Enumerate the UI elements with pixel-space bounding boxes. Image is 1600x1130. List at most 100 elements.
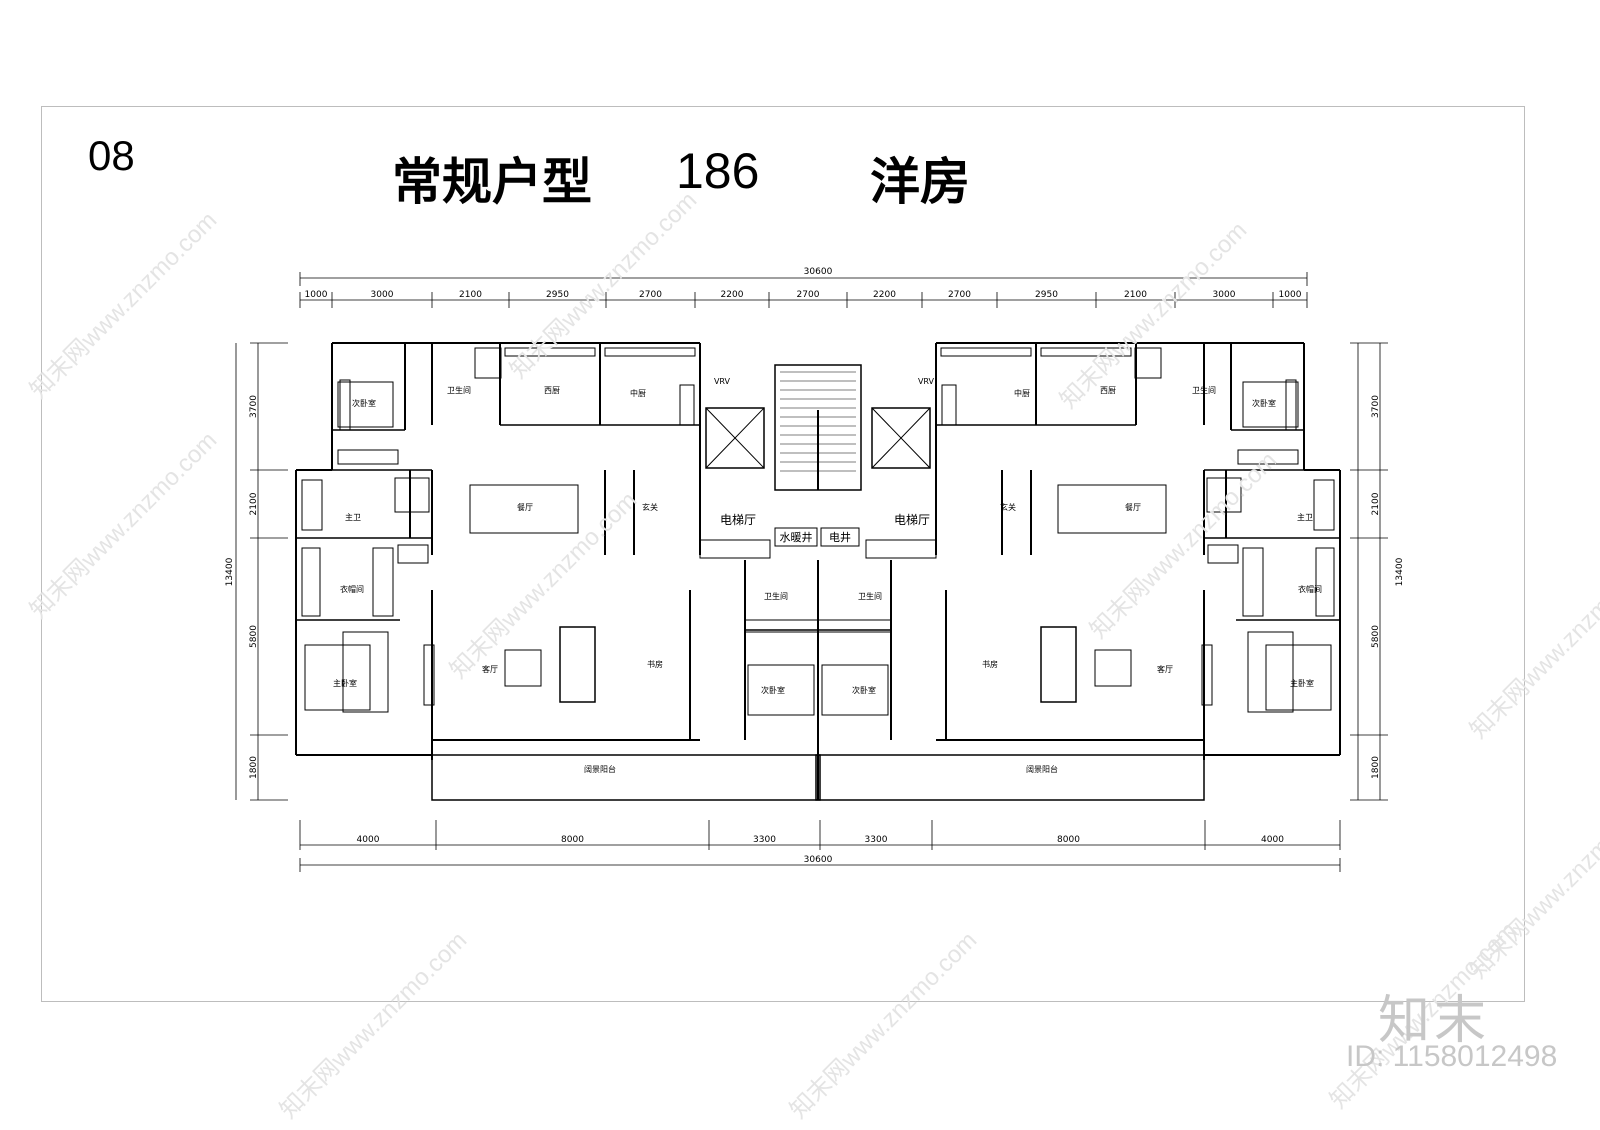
coffee-table [504,649,542,687]
dimension-label: 4000 [1261,835,1284,845]
bed-frame [1247,631,1294,713]
dimension-label: 2700 [639,290,662,300]
plan-title-area: 186 [676,143,760,199]
hall-wall [699,539,771,559]
wardrobe [337,449,399,465]
dimension-label: 2100 [1124,290,1147,300]
dimension-label: 13400 [1395,557,1405,586]
dimension-label: 5800 [1371,625,1381,648]
bed [747,664,815,716]
drawing-frame [41,106,1525,1002]
room-label: 主卫 [1297,512,1313,522]
plan-title-style: 洋房 [870,153,970,211]
hall-wall [865,539,937,559]
coffee-table [1094,649,1132,687]
room-label: 中厨 [630,388,646,398]
bed [337,381,394,428]
dimension-label: 2950 [1035,290,1058,300]
wardrobe [744,619,892,633]
dimension-label: 5800 [249,625,259,648]
bathtub [1313,479,1335,531]
room-label: 衣帽间 [340,584,364,594]
counter [941,384,957,426]
shower [474,347,502,379]
room-label: 西厨 [1100,386,1116,395]
counter [679,384,695,426]
room-label: 次卧室 [1252,398,1276,408]
wardrobe [301,547,321,617]
room-label: 水暖井 [780,530,813,544]
elevator-cross [705,407,765,469]
room-label: 玄关 [642,502,658,512]
dimension-label: 13400 [225,557,235,586]
plan-title-name: 常规户型 [392,153,592,211]
room-label: 阔景阳台 [1026,764,1058,774]
room-label: 书房 [982,659,998,669]
dimension-label: 2200 [721,290,744,300]
dimension-label: 3300 [865,835,888,845]
room-label: 卫生间 [764,591,788,601]
bed-frame [342,631,389,713]
room-label: 电梯厅 [720,513,756,527]
elevator-shaft [871,407,931,469]
dimension-label: 2100 [459,290,482,300]
wardrobe [1242,547,1264,617]
room-label: 西厨 [544,386,560,395]
dimension-label: 1800 [249,756,259,779]
room-label: 主卫 [345,512,361,522]
counter [339,379,351,431]
room-label: 中厨 [1014,388,1030,398]
wardrobe [397,544,429,564]
shower [1206,477,1242,513]
bathtub [301,479,323,531]
shower [1134,347,1162,379]
dimension-label: 3700 [1371,395,1381,418]
room-label: VRV [714,377,731,386]
watermark-id: ID: 1158012498 [1346,1040,1558,1073]
room-label: 电井 [829,530,851,544]
room-label: 餐厅 [1125,503,1141,512]
room-label: 次卧室 [761,685,785,695]
dining-table [469,484,579,534]
room-label: 客厅 [482,664,498,674]
dimension-label: 2100 [249,492,259,515]
watermark-logo: 知末 [1378,991,1491,1051]
shaft-box [820,527,860,547]
wardrobe [1315,547,1335,617]
balcony-outline [431,754,821,801]
sofa [559,626,596,703]
counter [1285,379,1297,431]
room-label: 衣帽间 [1298,584,1322,594]
dimension-label: 8000 [1057,835,1080,845]
balcony-outline [815,754,1205,801]
room-label: 阔景阳台 [584,764,616,774]
sofa [1040,626,1077,703]
wardrobe [1207,544,1239,564]
dimension-label: 4000 [357,835,380,845]
shaft-box [774,527,818,547]
room-label: 卫生间 [1192,385,1216,395]
dimension-label: 2200 [873,290,896,300]
room-label: 书房 [647,659,663,669]
room-label: 餐厅 [517,503,533,512]
dimension-label: 2700 [948,290,971,300]
dimension-label: 2700 [797,290,820,300]
elevator-cross [871,407,931,469]
room-label: 主卧室 [333,678,357,688]
dimension-label: 3700 [249,395,259,418]
dining-table [1057,484,1167,534]
room-label: 卫生间 [447,385,471,395]
counter [1040,347,1132,357]
dimension-label: 2100 [1371,492,1381,515]
room-label: 次卧室 [352,398,376,408]
dimension-label: 8000 [561,835,584,845]
sheet-number: 08 [88,132,135,179]
dimension-label: 1000 [305,290,328,300]
room-label: 玄关 [1000,502,1016,512]
room-label: 客厅 [1157,664,1173,674]
window-frame [1201,644,1213,706]
window-frame [423,644,435,706]
dimension-label: 3000 [1213,290,1236,300]
bed [304,644,371,711]
